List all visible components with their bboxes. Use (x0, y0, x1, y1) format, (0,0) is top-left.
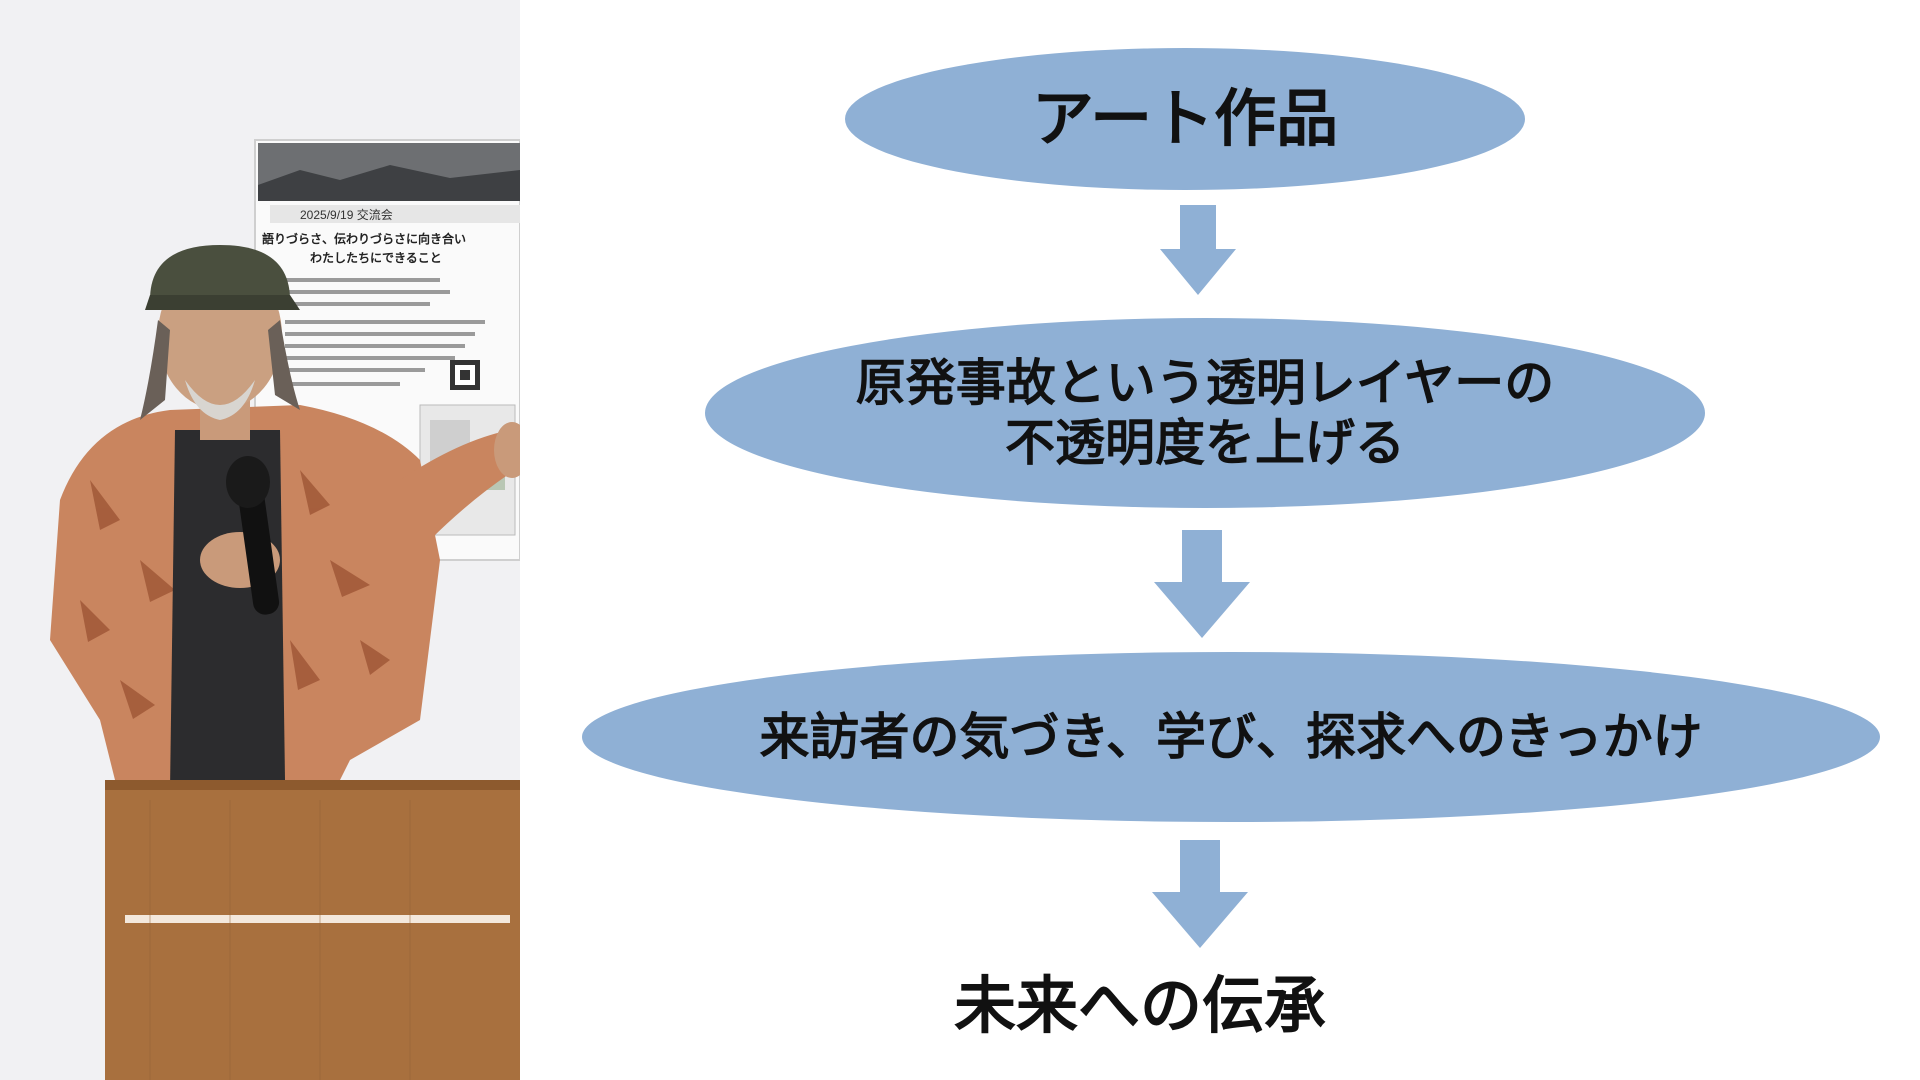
flow-node-art-works: アート作品 (845, 48, 1525, 190)
poster-title-line1: 語りづらさ、伝わりづらさに向き合い (262, 231, 466, 246)
flow-node-future-transmission-label: 未来への伝承 (953, 969, 1326, 1042)
poster-title-line2: わたしたちにできること (310, 251, 442, 265)
poster-date: 2025/9/19 交流会 (300, 207, 393, 222)
down-arrow-icon (1154, 530, 1250, 638)
flow-node-art-works-label: アート作品 (1031, 81, 1339, 155)
flow-node-raise-opacity: 原発事故という透明レイヤーの 不透明度を上げる (705, 318, 1705, 508)
speaker (50, 245, 520, 800)
flow-node-visitor-awareness-label: 来訪者の気づき、学び、探求へのきっかけ (759, 707, 1703, 766)
flow-diagram: アート作品 原発事故という透明レイヤーの 不透明度を上げる 来訪者の気づき、学び… (520, 0, 1920, 1080)
flow-node-raise-opacity-label: 原発事故という透明レイヤーの 不透明度を上げる (855, 353, 1555, 472)
down-arrow-icon (1152, 840, 1248, 948)
flow-node-future-transmission: 未来への伝承 (940, 955, 1340, 1045)
speaker-photo: 2025/9/19 交流会 語りづらさ、伝わりづらさに向き合い わたしたちにでき… (0, 0, 520, 1080)
speaker-photo-illustration: 2025/9/19 交流会 語りづらさ、伝わりづらさに向き合い わたしたちにでき… (0, 0, 520, 1080)
flow-node-visitor-awareness: 来訪者の気づき、学び、探求へのきっかけ (582, 652, 1880, 822)
event-poster: 2025/9/19 交流会 語りづらさ、伝わりづらさに向き合い わたしたちにでき… (254, 139, 520, 561)
down-arrow-icon (1160, 205, 1236, 295)
podium (105, 780, 520, 1080)
